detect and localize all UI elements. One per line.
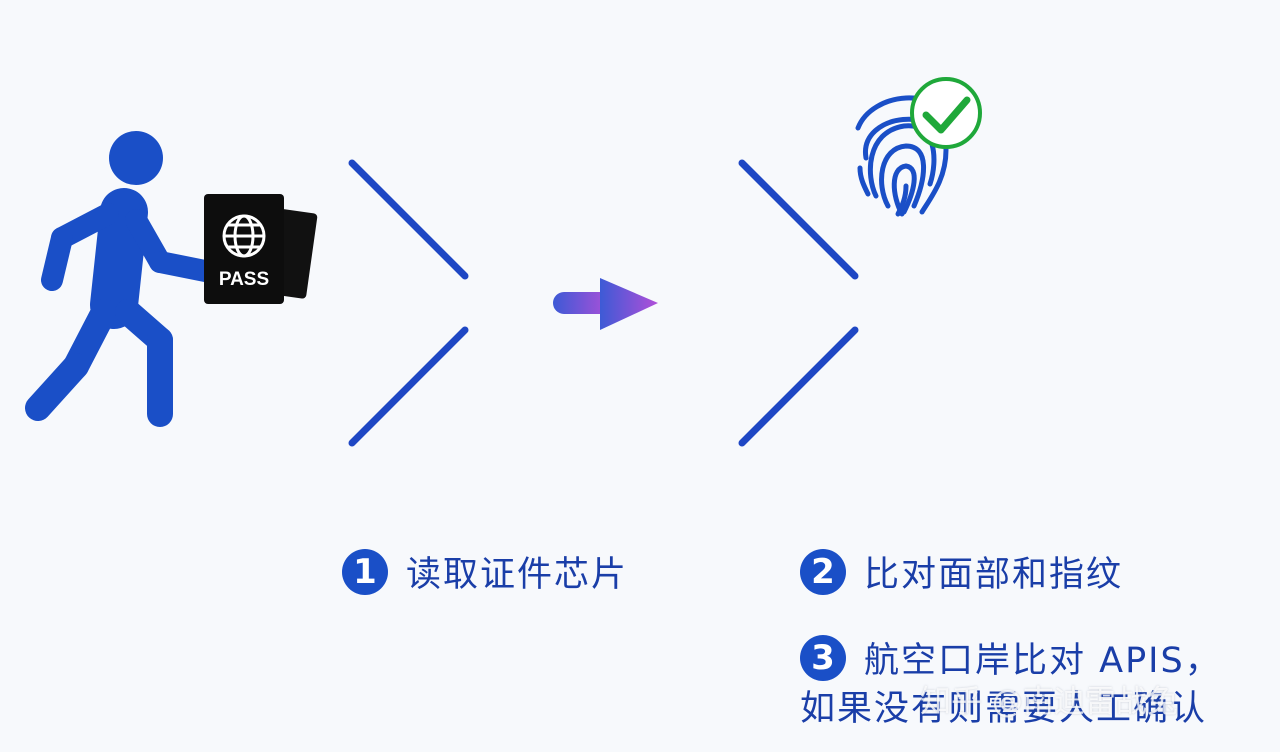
step-1-number: 1 <box>342 548 388 595</box>
step-3-number: 3 <box>800 634 846 681</box>
step-3: 3 航空口岸比对 APIS， <box>800 632 1222 683</box>
arrow-right-icon <box>553 278 658 330</box>
step-2-text: 比对面部和指纹 <box>864 555 1124 595</box>
step-2: 2 比对面部和指纹 <box>800 546 1123 597</box>
person-walking-icon <box>25 131 221 427</box>
step-1: 1 读取证件芯片 <box>342 546 628 597</box>
step-3-text: 航空口岸比对 APIS， <box>864 641 1222 681</box>
passport-label: PASS <box>219 269 269 290</box>
gate-right <box>738 159 859 447</box>
step-2-number: 2 <box>800 548 846 595</box>
checkmark-icon <box>910 77 982 149</box>
gate-left <box>348 159 469 447</box>
step-1-text: 读取证件芯片 <box>406 555 629 595</box>
step-3-text-line2: 如果没有则需要人工确认 <box>800 689 1208 729</box>
passport-icon: PASS <box>204 194 318 304</box>
watermark: 知乎 @南迪雷战兔 <box>920 684 1178 720</box>
globe-icon <box>222 214 266 258</box>
